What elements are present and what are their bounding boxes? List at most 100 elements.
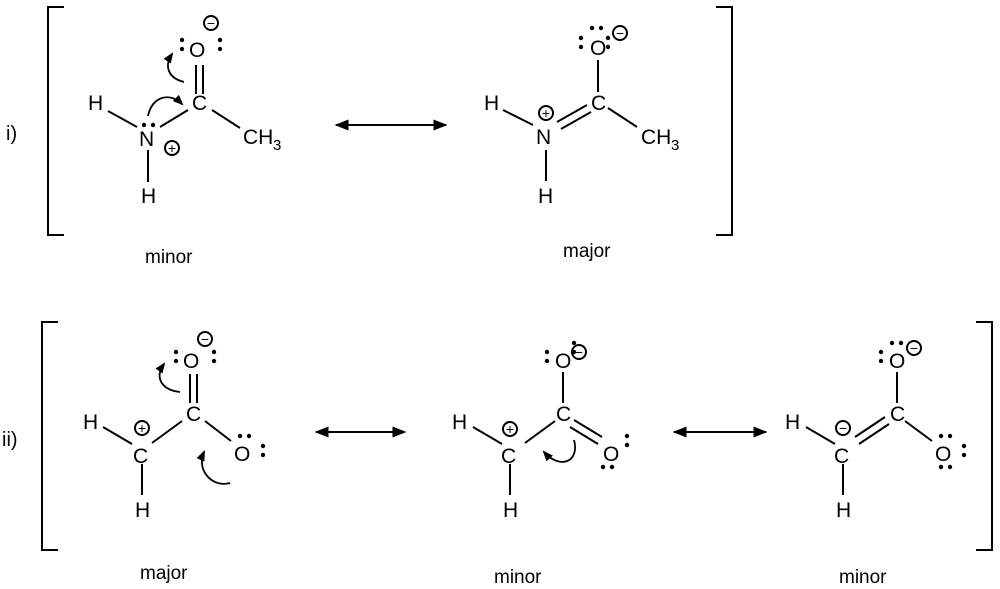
charge-c: + [506, 421, 514, 437]
charge-circle-o [203, 15, 219, 31]
charge-o: − [910, 340, 918, 356]
row-label-ii: ii) [2, 429, 18, 451]
lone-pair-dot [938, 433, 944, 439]
charge-c: + [138, 420, 146, 436]
lone-pair-dot [889, 340, 895, 346]
atom-c-alpha: C [133, 445, 148, 468]
bond-c-o-single [204, 420, 232, 442]
charge-circle-n [538, 105, 554, 121]
subscript-3: 3 [273, 137, 281, 154]
atom-c-alpha: C [834, 445, 849, 468]
lone-pair-dot [141, 122, 147, 128]
structure-i-2: O C N H H CH 3 + − [484, 25, 679, 208]
atom-h-top: H [484, 92, 499, 115]
caption-ii-3: minor [839, 567, 887, 588]
atom-h-top: H [88, 92, 103, 115]
lone-pair-dot [544, 349, 550, 355]
lone-pair-dot [237, 433, 243, 439]
atom-o-right: O [234, 443, 250, 466]
charge-o: − [616, 25, 624, 41]
lone-pair-dot [598, 25, 604, 31]
curved-arrow-icon [196, 450, 231, 485]
bracket-left-i [47, 6, 64, 236]
atom-h-bottom: H [836, 499, 851, 522]
charge-o: − [207, 15, 215, 31]
charge-n: + [168, 140, 176, 156]
lone-pair-dot [609, 464, 615, 470]
charge-n: + [542, 105, 550, 121]
lone-pair-dot [961, 443, 967, 449]
lone-pair-dot [605, 35, 611, 41]
lone-pair-dot [938, 464, 944, 470]
structure-ii-1: O C C O H H + − [83, 331, 266, 522]
charge-o: − [575, 344, 583, 360]
bond-c-h-top [805, 426, 836, 445]
atom-h-top: H [83, 411, 98, 434]
atom-c-carbonyl: C [186, 403, 201, 426]
bond-c-ch3 [607, 107, 638, 128]
atom-c-alpha: C [501, 445, 516, 468]
lone-pair-dot [217, 46, 223, 52]
bracket-right-i [716, 6, 733, 236]
bond-c-o-double-a [573, 419, 603, 438]
charge-circle-o [197, 331, 213, 347]
lone-pair-dot [544, 358, 550, 364]
atom-h-bottom: H [538, 185, 553, 208]
curved-arrow-icon [542, 439, 576, 463]
atom-ch: CH [641, 126, 671, 149]
bracket-right-ii [976, 321, 993, 551]
charge-c: − [839, 420, 847, 436]
charge-circle-c [835, 420, 851, 436]
lone-pair-dot [578, 35, 584, 41]
bond-n-c-a [556, 104, 588, 123]
lone-pair-dot [260, 452, 266, 458]
lone-pair-dot [961, 452, 967, 458]
atom-h-top: H [452, 411, 467, 434]
atom-n: N [139, 128, 154, 151]
atom-c-carbonyl: C [556, 403, 571, 426]
charge-circle-o [571, 344, 587, 360]
caption-i-2: major [563, 241, 611, 262]
structure-ii-2: O C C O H H + − [452, 340, 630, 522]
row-ii: ii) O C C O H H + [2, 321, 993, 588]
lone-pair-dot [605, 44, 611, 50]
charge-o: − [201, 331, 209, 347]
atom-h-bottom: H [503, 499, 518, 522]
atom-o: O [590, 37, 606, 60]
atom-h-top: H [785, 411, 800, 434]
curved-arrow-icon [155, 362, 181, 393]
subscript-3: 3 [671, 137, 679, 154]
lone-pair-dot [211, 349, 217, 355]
lone-pair-dot [624, 433, 630, 439]
lone-pair-dot [211, 358, 217, 364]
row-i: i) O C N H H CH 3 [6, 6, 733, 268]
lone-pair-dot [898, 340, 904, 346]
caption-ii-1: major [140, 563, 188, 584]
atom-c: C [192, 92, 207, 115]
structure-ii-3: O C C O H H − − [785, 340, 967, 522]
bond-c-h-top [102, 426, 133, 445]
curved-arrow-icon [147, 94, 184, 117]
atom-ch: CH [243, 126, 273, 149]
lone-pair-dot [260, 443, 266, 449]
structure-i-1: O C N H H CH 3 + − [88, 15, 281, 208]
lone-pair-dot [173, 358, 179, 364]
lone-pair-dot [600, 464, 606, 470]
lone-pair-dot [878, 349, 884, 355]
bond-n-h-top [502, 109, 534, 126]
bond-c-c-double-a [854, 416, 886, 438]
lone-pair-dot [217, 37, 223, 43]
atom-o-top: O [555, 350, 571, 373]
atom-h-bottom: H [135, 499, 150, 522]
lone-pair-dot [624, 442, 630, 448]
charge-circle-c [134, 420, 150, 436]
bond-c-n [159, 109, 189, 128]
atom-o-top: O [889, 350, 905, 373]
charge-circle-n [164, 140, 180, 156]
bond-c-c [151, 420, 183, 444]
lone-pair-dot [578, 44, 584, 50]
lone-pair-dot [179, 46, 185, 52]
bracket-left-ii [41, 321, 58, 551]
lone-pair-dot [150, 122, 156, 128]
